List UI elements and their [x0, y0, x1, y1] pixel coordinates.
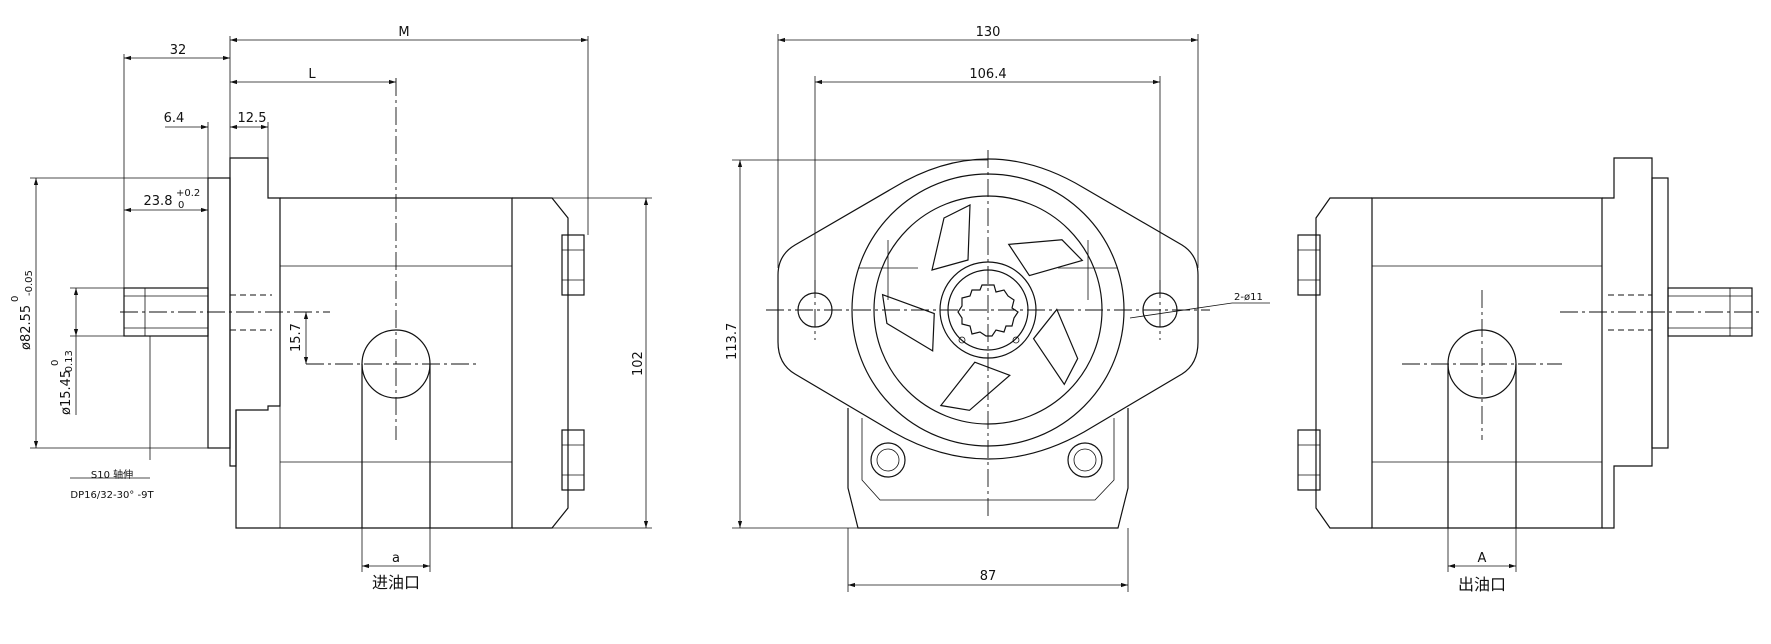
- dim-6-4: 6.4: [164, 111, 185, 126]
- spline-shaft: [957, 284, 1019, 337]
- dim-106-4: 106.4: [969, 67, 1006, 82]
- dim-dia-15-45-tol-upper: 0: [50, 360, 61, 366]
- dim-102: 102: [631, 351, 646, 376]
- spoke-windows: [881, 204, 1084, 411]
- rear-cover: [512, 197, 569, 529]
- bolt-right: [1067, 442, 1103, 478]
- flange: [229, 157, 281, 467]
- side-view: M 32 L 6.4 12.5 23.8 +0.2 0 ø82.55 0 -0.…: [10, 25, 652, 592]
- dim-32: 32: [170, 43, 187, 58]
- dim-dia-82-55-tol-lower: -0.05: [24, 270, 35, 296]
- dim-dia-82-55: ø82.55: [19, 305, 34, 350]
- dim-12-5: 12.5: [238, 111, 267, 126]
- body: [235, 197, 513, 529]
- dim-M: M: [398, 25, 409, 40]
- spline-spec: DP16/32-30° -9T: [70, 490, 154, 501]
- nut-top-right: [1297, 234, 1321, 296]
- rear-body: [847, 408, 1129, 529]
- inlet-label: 进油口: [372, 573, 420, 592]
- front-flange: [777, 158, 1199, 460]
- bolt-left: [870, 442, 906, 478]
- dim-dia-15-45: ø15.45: [59, 370, 74, 415]
- dim-23-8-tol-upper: +0.2: [176, 188, 200, 199]
- dim-2-dia-11: 2-ø11: [1234, 292, 1263, 303]
- nut-top: [561, 234, 585, 296]
- dim-L: L: [308, 67, 316, 82]
- dim-dia-15-45-tol-lower: -0.13: [64, 350, 75, 376]
- spline-name: S10 轴伸: [91, 468, 133, 481]
- flange-right: [1602, 157, 1653, 529]
- dim-23-8: 23.8: [144, 194, 173, 209]
- body-right: [1371, 197, 1603, 529]
- front-view: 130 106.4 113.7 2-ø11 87: [725, 25, 1270, 592]
- dim-113-7: 113.7: [725, 323, 740, 360]
- outlet-label: 出油口: [1458, 575, 1506, 594]
- nut-bottom: [561, 429, 585, 491]
- dim-a: a: [392, 551, 400, 566]
- pilot: [207, 177, 231, 449]
- dim-dia-82-55-tol-upper: 0: [10, 296, 21, 302]
- dim-A: A: [1478, 551, 1487, 566]
- dim-130: 130: [976, 25, 1001, 40]
- other-side-view: A 出油口: [1297, 157, 1760, 594]
- nut-bottom-right: [1297, 429, 1321, 491]
- dim-23-8-tol-lower: 0: [178, 200, 184, 211]
- dim-87: 87: [980, 569, 997, 584]
- dim-15-7: 15.7: [289, 323, 304, 352]
